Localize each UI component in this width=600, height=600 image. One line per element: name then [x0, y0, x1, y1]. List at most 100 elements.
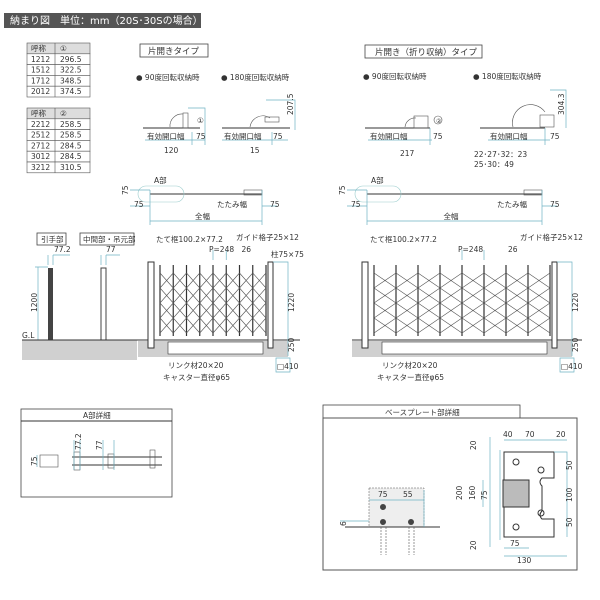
- right-note-2: 25･30：49: [474, 160, 514, 169]
- dim-75: 75: [550, 132, 560, 141]
- drawing-header: 納まり図 単位：mm（20S･30Sの場合）: [4, 13, 203, 28]
- dim-20: 20: [469, 440, 478, 450]
- table-name: 2212: [31, 120, 50, 129]
- fold-width-label: たたみ幅: [497, 199, 527, 209]
- stile-label: たて框100.2×77.2: [156, 234, 223, 244]
- link-member-label: リンク材20×20: [168, 360, 224, 370]
- ground-level-label: G.L: [22, 331, 35, 340]
- dim-75: 75: [510, 539, 520, 548]
- stile-label: たて框100.2×77.2: [370, 234, 437, 244]
- table-value: 296.5: [60, 55, 82, 64]
- marker-1: ①: [197, 116, 204, 125]
- gate-post: [551, 261, 558, 349]
- left-opening-label-180: 有効開口幅: [224, 131, 262, 141]
- table-value: 284.5: [60, 152, 82, 161]
- fold-width-label: たたみ幅: [217, 199, 247, 209]
- dim-77-2: 77.2: [54, 245, 71, 254]
- link-member-label: リンク材20×20: [382, 360, 438, 370]
- marker-2: ②: [436, 118, 442, 125]
- right-type-section: 片開き（折り収納）タイプ ● 90度回転収納時 ● 180度回転収納時 ② 有効…: [363, 44, 567, 169]
- guide-lattice-label: ガイド格子25×12: [520, 232, 583, 242]
- detail-a-title: A部詳細: [83, 410, 111, 420]
- dim-1220: 1220: [287, 293, 296, 312]
- table-name: 2712: [31, 141, 50, 150]
- gate-stile: [361, 261, 369, 349]
- guide-lattice-label: ガイド格子25×12: [236, 232, 299, 242]
- table-value: ②: [60, 109, 67, 118]
- caster-label: キャスター直径φ65: [377, 372, 444, 382]
- baseplate-panel: ベースプレート部詳細 75 55 6 40 70 20 20 20 200 16…: [322, 404, 578, 571]
- right-note-1: 22･27･32：23: [474, 150, 527, 159]
- dim-20: 20: [469, 540, 478, 550]
- right-opening-label-180: 有効開口幅: [490, 131, 528, 141]
- dim-40: 40: [503, 430, 513, 439]
- a-part-label: A部: [371, 175, 384, 185]
- table-value: 258.5: [60, 131, 82, 140]
- table-name: 3012: [31, 152, 50, 161]
- table-name: 3212: [31, 163, 50, 172]
- dim-26: 26: [242, 245, 252, 254]
- dim-50: 50: [565, 460, 574, 470]
- middle-part-label: 中間部・吊元部: [83, 234, 136, 244]
- right-bullet-180: ● 180度回転収納時: [473, 71, 542, 81]
- dim-75: 75: [30, 456, 39, 466]
- dim-130: 130: [517, 556, 532, 565]
- dim-20: 20: [556, 430, 566, 439]
- dim-6: 6: [339, 521, 348, 526]
- dim-26: 26: [508, 245, 518, 254]
- table-row: [26, 161, 91, 174]
- dim-75: 75: [270, 200, 280, 209]
- dim-1200: 1200: [30, 293, 39, 312]
- table-value: 284.5: [60, 141, 82, 150]
- table-row: [26, 85, 91, 98]
- dim-70: 70: [525, 430, 535, 439]
- left-opening-label-90: 有効開口幅: [147, 131, 185, 141]
- table-value: 348.5: [60, 76, 82, 85]
- dim-77-2: 77.2: [74, 433, 83, 450]
- foundation-size-label: □410: [277, 362, 299, 371]
- pull-part-label: 引手部: [41, 234, 64, 244]
- dim-75: 75: [121, 185, 130, 195]
- table-value: 310.5: [60, 163, 82, 172]
- right-type-title: 片開き（折り収納）タイプ: [375, 47, 478, 58]
- pitch-label: P=248: [209, 245, 234, 254]
- dim-100: 100: [565, 487, 574, 502]
- dim-200: 200: [455, 485, 464, 500]
- dim-75: 75: [273, 132, 283, 141]
- dim-250: 250: [571, 337, 580, 352]
- dim-160: 160: [468, 485, 477, 500]
- detail-a-panel: A部詳細 75 77.2 77: [20, 408, 173, 498]
- dim-250: 250: [287, 337, 296, 352]
- pitch-label: P=248: [458, 245, 483, 254]
- dim-207-5: 207.5: [286, 93, 295, 115]
- table-value: 322.5: [60, 66, 82, 75]
- dim-75: 75: [134, 200, 144, 209]
- dim-75: 75: [351, 200, 361, 209]
- baseplate-title: ベースプレート部詳細: [385, 407, 460, 417]
- table-name: 2012: [31, 87, 50, 96]
- table-value: 258.5: [60, 120, 82, 129]
- dim-15: 15: [250, 146, 260, 155]
- dim-304-3: 304.3: [557, 93, 566, 115]
- full-width-label: 全幅: [195, 211, 210, 221]
- dim-75: 75: [378, 490, 388, 499]
- caster-label: キャスター直径φ65: [163, 372, 230, 382]
- header-title: 納まり図 単位：mm（20S･30Sの場合）: [10, 14, 203, 27]
- dim-75: 75: [433, 132, 443, 141]
- table-value: 374.5: [60, 87, 82, 96]
- full-width-label: 全幅: [444, 211, 459, 221]
- gate-stile: [147, 261, 155, 349]
- table-name: 呼称: [31, 108, 46, 118]
- foundation-size-label: □410: [561, 362, 583, 371]
- left-type-section: 片開きタイプ ● 90度回転収納時 ● 180度回転収納時 ① 有効開口幅 75…: [136, 43, 296, 155]
- left-type-title: 片開きタイプ: [148, 46, 200, 57]
- gate-post: [267, 261, 274, 349]
- dim-217: 217: [400, 149, 415, 158]
- dim-1220: 1220: [571, 293, 580, 312]
- table-name: 2512: [31, 131, 50, 140]
- right-bullet-90: ● 90度回転収納時: [363, 71, 427, 81]
- dim-120: 120: [164, 146, 179, 155]
